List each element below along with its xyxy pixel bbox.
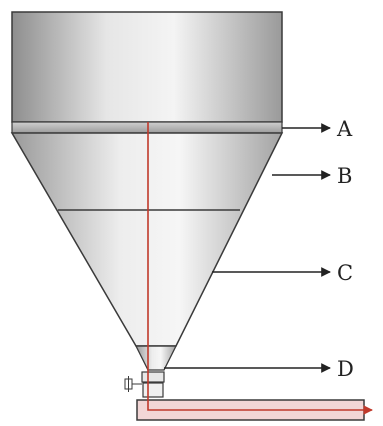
callout-label-a: A <box>336 117 353 141</box>
hopper-cone <box>10 132 284 347</box>
outlet-valve <box>141 371 165 383</box>
outlet-valve-lower <box>142 382 164 398</box>
hopper-cylinder <box>11 11 283 123</box>
flow-path-line <box>147 122 373 415</box>
callout-label-b: B <box>337 164 352 188</box>
callout-label-c: C <box>337 261 353 285</box>
hopper-ring-band <box>11 121 283 134</box>
callout-label-d: D <box>337 357 354 381</box>
hopper-discharge-cone <box>134 345 178 371</box>
